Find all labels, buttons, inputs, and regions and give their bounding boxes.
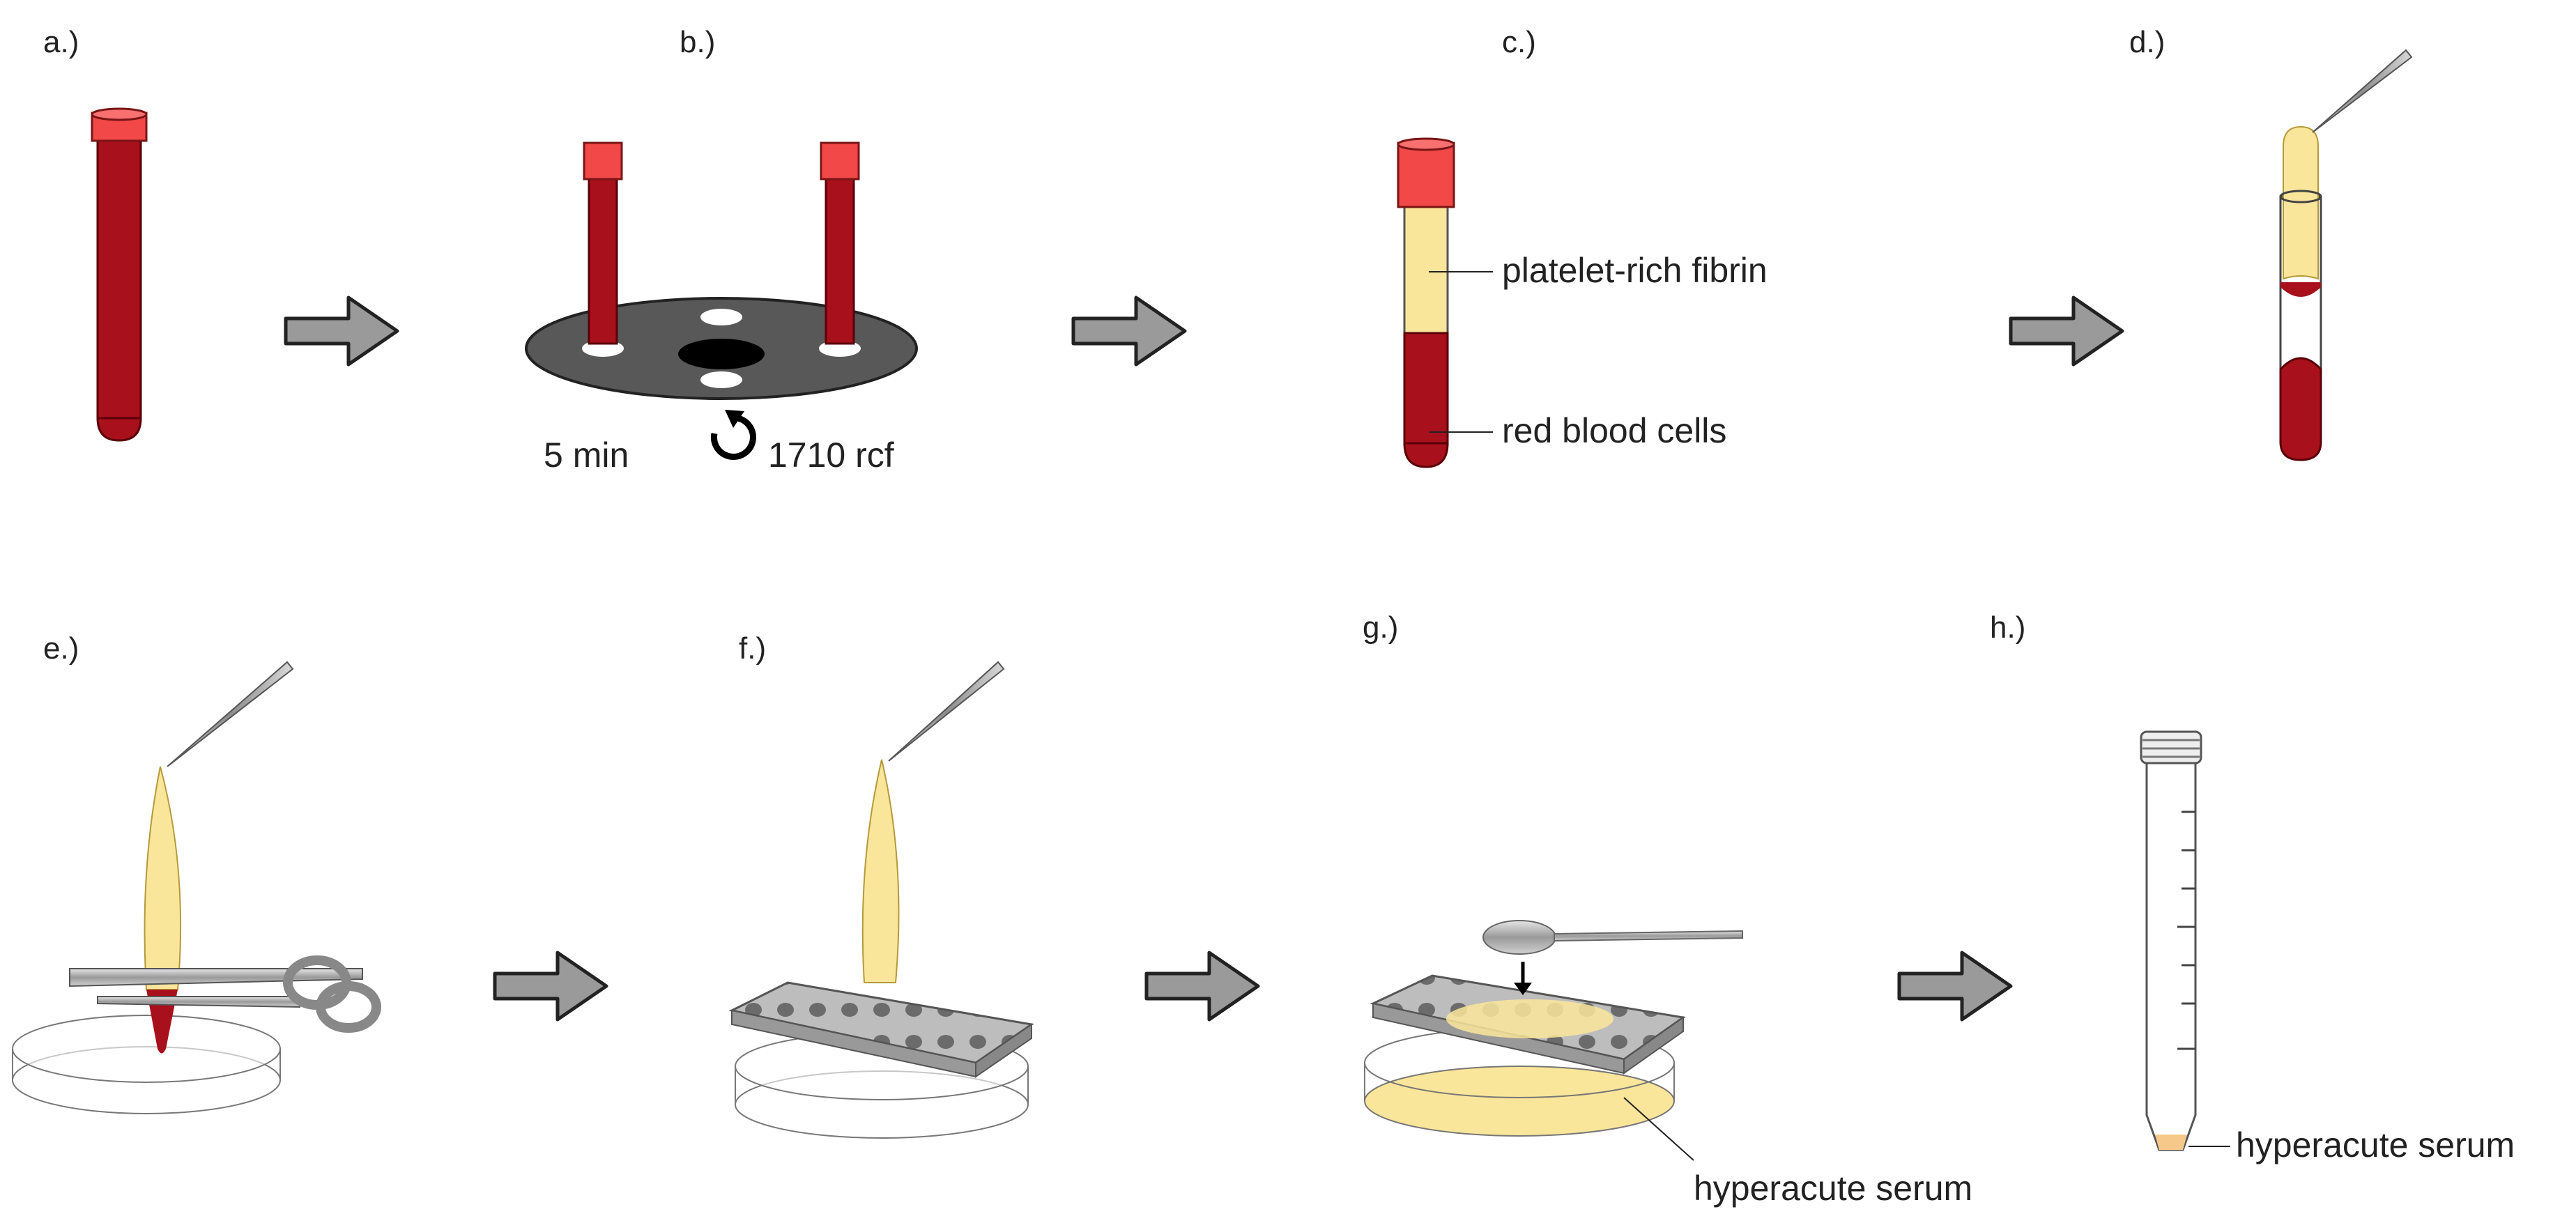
- serum-label-g: hyperacute serum: [1694, 1169, 1972, 1208]
- spin-force: 1710 rcf: [768, 436, 894, 475]
- cutting-step: [12, 661, 381, 1114]
- panel-label-g: g.): [1363, 610, 1398, 645]
- rbc-label: red blood cells: [1502, 411, 1726, 450]
- conical-tube: [2140, 730, 2230, 1151]
- pressing-step: [1364, 920, 1743, 1161]
- forceps-e: [167, 661, 294, 767]
- scissors-icon: [69, 968, 363, 987]
- step-arrow-b-c: [1073, 298, 1185, 364]
- graduation-marks: [2177, 810, 2195, 1050]
- panel-label-b: b.): [680, 25, 715, 59]
- fibrin-clot-f: [861, 759, 900, 983]
- panel-label-d: d.): [2129, 25, 2165, 59]
- step-arrow-g-h: [1899, 953, 2011, 1020]
- mesh-step: [728, 661, 1034, 1139]
- fibrin-label: platelet-rich fibrin: [1502, 251, 1768, 290]
- separated-tube: [1397, 137, 1493, 468]
- panel-label-f: f.): [739, 631, 766, 666]
- panel-label-c: c.): [1502, 25, 1536, 59]
- fibrin-layer: [1403, 204, 1449, 336]
- step-arrow-a-b: [286, 298, 397, 364]
- forceps-icon: [2312, 49, 2413, 133]
- panel-label-e: e.): [43, 631, 79, 666]
- rbc-layer: [1403, 332, 1449, 446]
- panel-label-h: h.): [1990, 610, 2025, 645]
- serum-fill-h: [2155, 1135, 2187, 1150]
- spoon-icon: [1482, 920, 1556, 955]
- rotation-icon: [710, 415, 756, 460]
- centrifuge-tube-right: [820, 141, 860, 345]
- step-arrow-c-d: [2011, 298, 2122, 364]
- blood-tube-a: [91, 107, 148, 442]
- serum-label-h: hyperacute serum: [2236, 1125, 2515, 1164]
- conical-tube-body: [2145, 758, 2197, 1151]
- centrifuge-tube-left: [583, 141, 623, 345]
- panel-label-a: a.): [43, 25, 79, 59]
- clot-removal: [2279, 49, 2413, 461]
- forceps-f: [888, 661, 1005, 762]
- fibrin-clot-e: [144, 766, 182, 990]
- step-arrow-f-g: [1147, 953, 1258, 1020]
- step-arrow-e-f: [495, 953, 606, 1020]
- centrifuge: [525, 141, 918, 460]
- spin-duration: 5 min: [544, 436, 629, 475]
